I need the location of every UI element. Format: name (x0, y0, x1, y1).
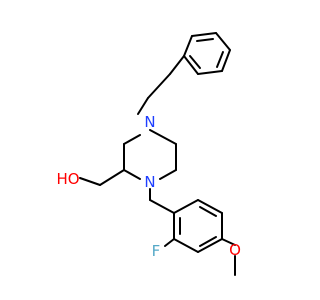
bond (197, 238, 223, 253)
bond (99, 169, 125, 186)
nitrogen-upper-label: N (144, 113, 155, 131)
bond (169, 55, 185, 75)
phenyl-ring (183, 32, 231, 75)
bond (196, 38, 214, 42)
piperazine-ring (123, 129, 177, 180)
bond (189, 55, 201, 69)
bond (183, 35, 193, 57)
bond (123, 134, 141, 145)
bond (191, 32, 217, 37)
bond (137, 97, 149, 115)
bond (215, 32, 231, 51)
benzyl-linker (149, 188, 175, 214)
bond (159, 169, 177, 180)
atom-labels: N N HO F O (56, 113, 240, 260)
structure-diagram: N N HO F O (56, 32, 241, 276)
fluoro-methoxyphenyl-ring (173, 199, 223, 253)
bond (199, 206, 217, 217)
nitrogen-lower-label: N (144, 173, 155, 191)
bond (149, 129, 177, 145)
bond (149, 199, 175, 214)
bond (183, 55, 199, 75)
propyl-chain (137, 55, 185, 115)
bond (147, 73, 171, 99)
bond (221, 238, 236, 246)
bond (197, 70, 223, 75)
bond (221, 49, 231, 72)
molecule-canvas: N N HO F O (56, 32, 241, 276)
substituent-bonds (164, 238, 236, 276)
bond (216, 51, 224, 68)
bond (199, 236, 217, 247)
bond (197, 199, 223, 214)
fluorine-label: F (152, 242, 161, 260)
hydroxyethyl-chain (79, 169, 125, 186)
bond (173, 199, 199, 214)
bond (164, 238, 175, 247)
bond (123, 169, 141, 180)
bond (79, 177, 101, 186)
bond (173, 238, 199, 253)
methoxy-oxygen-label: O (229, 241, 241, 259)
hydroxyl-label: HO (56, 170, 79, 188)
